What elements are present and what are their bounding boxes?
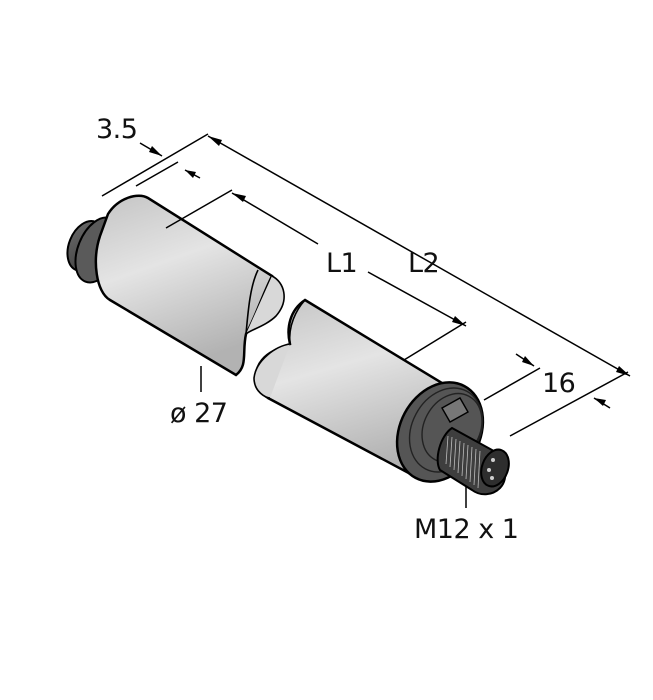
- dimension-l2-label: L2: [408, 248, 440, 279]
- dimension-connector-length-label: 16: [542, 368, 576, 399]
- sensor-body-left: [66, 194, 285, 377]
- m12-connector: [436, 426, 510, 496]
- dimension-l1-label: L1: [326, 248, 358, 279]
- dimension-arrows: [149, 136, 630, 406]
- dimension-front-cap-label: 3.5: [96, 114, 138, 145]
- dimension-thread-label: M12 x 1: [414, 514, 519, 545]
- dimension-diameter-label: ø 27: [170, 398, 228, 429]
